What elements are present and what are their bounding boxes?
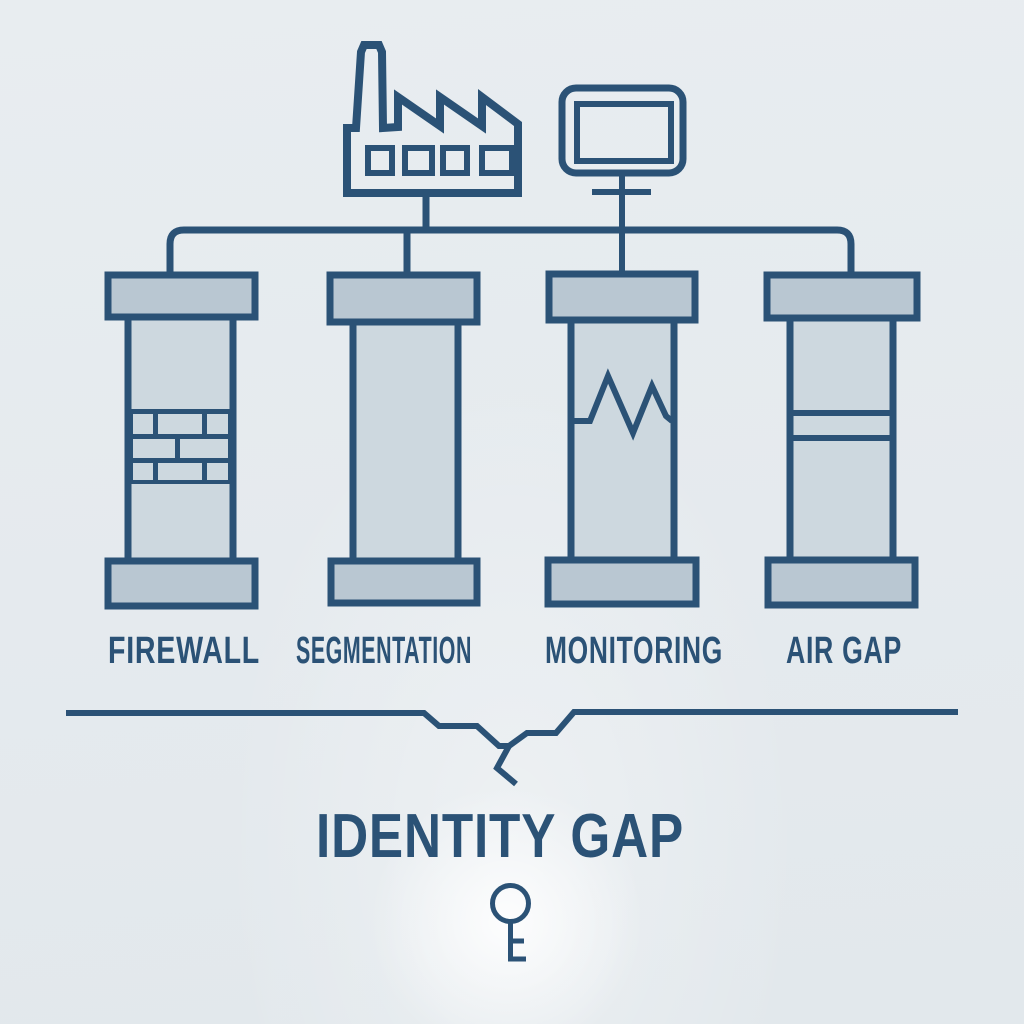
pillar-base — [764, 556, 919, 609]
monitor-icon — [558, 84, 687, 274]
factory-window — [365, 145, 395, 176]
pillar-cap — [326, 271, 481, 326]
pillar-monitoring: MONITORING — [544, 270, 723, 672]
pillar-label: SEGMENTATION — [296, 630, 472, 672]
pillar-cap — [104, 271, 259, 321]
network-bus-line — [166, 193, 855, 275]
pillar-cap — [545, 270, 699, 324]
brick-pattern — [128, 409, 233, 484]
pillar-shaft — [567, 316, 678, 564]
ground-line — [66, 709, 958, 749]
pillar-firewall: FIREWALL — [104, 271, 260, 672]
factory-icon — [343, 41, 522, 197]
pillar-cap — [763, 271, 921, 322]
pillar-airgap: AIR GAP — [763, 271, 921, 672]
factory-window — [479, 145, 515, 176]
monitor-screen — [574, 101, 674, 164]
pillar-segmentation: SEGMENTATION — [296, 271, 481, 672]
pillar-label: AIR GAP — [786, 630, 902, 672]
ground-line-cracked — [66, 709, 958, 787]
factory-outline — [343, 41, 522, 197]
key-icon — [490, 883, 531, 962]
factory-window — [440, 145, 470, 176]
pillar-shaft — [349, 318, 462, 565]
band-pattern — [790, 410, 893, 441]
gap-title: IDENTITY GAP — [316, 802, 684, 871]
pillar-base — [104, 557, 259, 610]
bus-horizontal — [166, 226, 855, 275]
pillar-label: MONITORING — [545, 630, 723, 672]
pillar-label: FIREWALL — [108, 630, 260, 672]
pillar-base — [544, 556, 700, 608]
crack-pattern — [571, 368, 674, 441]
factory-window — [402, 145, 435, 176]
crack-branch — [493, 744, 518, 787]
pillar-base — [327, 557, 481, 607]
